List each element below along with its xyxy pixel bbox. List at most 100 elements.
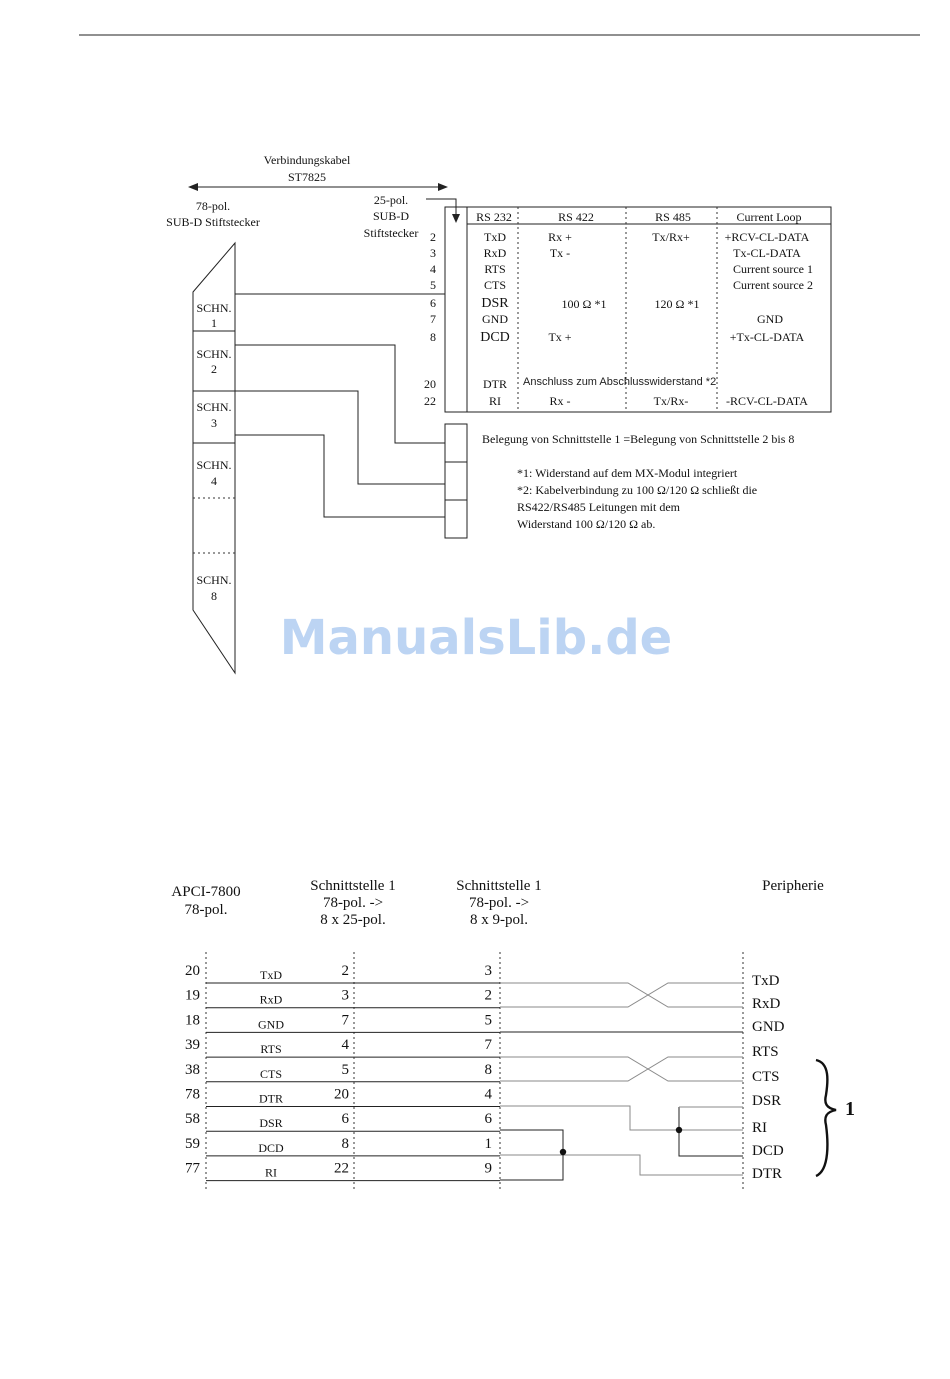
channel-name: SCHN. (196, 573, 231, 587)
pin-number: 6 (430, 296, 436, 310)
top-diagram: Verbindungskabel ST7825 78-pol. SUB-D St… (166, 153, 832, 675)
schnittstelle-25-header: 8 x 25-pol. (320, 912, 385, 928)
wire-channel-3 (235, 434, 445, 518)
pin-number: 2 (430, 230, 436, 244)
pin-9: 3 (485, 963, 493, 979)
pin-number: 4 (430, 262, 436, 276)
footnote-3: RS422/RS485 Leitungen mit dem (517, 500, 681, 514)
pin-number: 3 (430, 246, 436, 260)
signal-name: DCD (258, 1141, 284, 1155)
current-loop-signal: GND (757, 312, 783, 326)
peripherie-signal: DCD (752, 1143, 784, 1159)
crossover-lines (500, 982, 743, 1181)
curly-brace-icon (815, 1058, 837, 1178)
channel-number: 1 (211, 316, 217, 330)
wire-channel-2b (235, 390, 445, 485)
apci-header: APCI-7800 (171, 884, 240, 900)
rs232-signal: DCD (480, 330, 510, 345)
pin-25: 22 (334, 1161, 349, 1177)
peripherie-signal: DSR (752, 1093, 781, 1109)
rs232-signal: DTR (483, 377, 507, 391)
peripherie-signal: DTR (752, 1166, 782, 1182)
pin-78: 39 (185, 1037, 200, 1053)
rs485-signal: Tx/Rx+ (652, 230, 690, 244)
table-header: RS 232 (476, 210, 512, 224)
signal-name: GND (258, 1017, 284, 1031)
schnittstelle-25-header: 78-pol. -> (323, 895, 383, 911)
current-loop-signal: Tx-CL-DATA (733, 246, 801, 260)
pin-78: 59 (185, 1136, 200, 1152)
cable-label: Verbindungskabel (264, 153, 351, 167)
rs485-signal: Tx/Rx- (654, 394, 689, 408)
pin-78: 20 (185, 963, 200, 979)
rs422-signal: Tx + (548, 330, 571, 344)
signal-name: DTR (259, 1092, 283, 1106)
pin-78: 58 (185, 1111, 200, 1127)
pin-25: 4 (342, 1037, 350, 1053)
connector-pointer-arrow-icon (452, 214, 460, 223)
footnote-2: *2: Kabelverbindung zu 100 Ω/120 Ω schli… (517, 483, 757, 497)
cable-arrow-right-icon (438, 183, 448, 191)
pin-78: 77 (185, 1161, 201, 1177)
pin-78: 38 (185, 1062, 200, 1078)
schnittstelle-25-header: Schnittstelle 1 (310, 878, 395, 894)
table-header: Current Loop (737, 210, 802, 224)
peripherie-signal: TxD (752, 973, 780, 989)
connector-25-line3: Stiftstecker (364, 226, 419, 240)
cable-arrow-left-icon (188, 183, 198, 191)
peripherie-signal: CTS (752, 1069, 780, 1085)
pin-25: 8 (342, 1136, 350, 1152)
pin-table-frame (444, 206, 832, 413)
schnittstelle-9-header: Schnittstelle 1 (456, 878, 541, 894)
pin-9: 7 (485, 1037, 493, 1053)
pin-78: 18 (185, 1012, 200, 1028)
pin-9: 6 (485, 1111, 493, 1127)
rs232-signal: CTS (484, 278, 506, 292)
signal-name: TxD (260, 968, 282, 982)
apci-header: 78-pol. (185, 902, 228, 918)
rs422-signal: 100 Ω *1 (562, 297, 607, 311)
rs232-signal: RI (489, 394, 501, 408)
signal-name: CTS (260, 1067, 282, 1081)
connector-25-line2: SUB-D (373, 209, 409, 223)
pin-9: 9 (485, 1161, 493, 1177)
peripherie-signal: RxD (752, 996, 781, 1012)
pin-25: 3 (342, 988, 350, 1004)
channel-name: SCHN. (196, 347, 231, 361)
current-loop-signal: -RCV-CL-DATA (726, 394, 808, 408)
peripherie-header: Peripherie (762, 878, 824, 894)
interface-box-3 (444, 499, 468, 539)
channel-number: 2 (211, 362, 217, 376)
channel-name: SCHN. (196, 458, 231, 472)
channel-number: 3 (211, 416, 217, 430)
pin-9: 8 (485, 1062, 493, 1078)
pin-number: 7 (430, 312, 436, 326)
pin-78: 78 (185, 1087, 200, 1103)
pin-78: 19 (185, 988, 200, 1004)
channel-number: 8 (211, 589, 217, 603)
pin-25: 20 (334, 1087, 349, 1103)
pin-9: 4 (485, 1087, 493, 1103)
pin-number: 5 (430, 278, 436, 292)
wire-channel-2 (235, 344, 445, 444)
watermark: ManualsLib.de (280, 610, 672, 666)
dtr-note: Anschluss zum Abschlusswiderstand *2 (523, 376, 716, 388)
pin-25: 6 (342, 1111, 350, 1127)
schnittstelle-9-header: 78-pol. -> (469, 895, 529, 911)
schnittstelle-9-header: 8 x 9-pol. (470, 912, 528, 928)
belegung-note: Belegung von Schnittstelle 1 =Belegung v… (482, 432, 794, 446)
pin-number: 22 (424, 394, 436, 408)
peripherie-signal: GND (752, 1019, 785, 1035)
peripherie-signal: RTS (752, 1044, 779, 1060)
rs232-signal: RTS (484, 262, 505, 276)
signal-name: RxD (260, 993, 283, 1007)
rs232-signal: TxD (484, 230, 506, 244)
cable-model: ST7825 (288, 170, 326, 184)
